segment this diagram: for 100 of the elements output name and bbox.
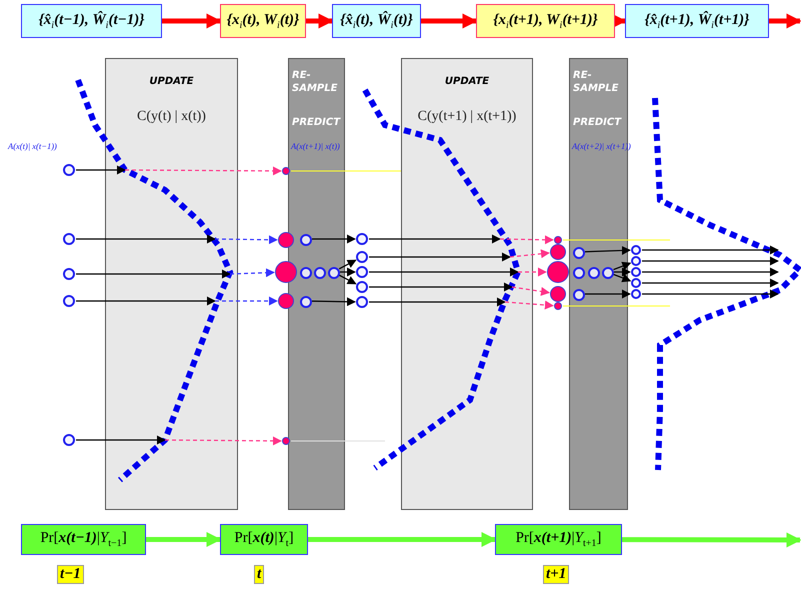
math-text: {x$_{i}$(t+1), W$_{i}$(t+1)} [493, 12, 598, 30]
resampled-particle [588, 267, 600, 279]
dashed-arrow [510, 249, 550, 258]
transition-formula: A(x(t+1)| x(t)) [291, 141, 340, 151]
block-arrow [769, 14, 801, 28]
arrow [76, 166, 126, 174]
arrow [76, 296, 216, 306]
arrow [584, 246, 631, 255]
arrow [369, 234, 501, 244]
math-text: Pr[x(t)|Y$_{t}$] [234, 530, 294, 549]
resampled-particle [328, 267, 340, 279]
update-panel [105, 58, 238, 510]
time-step-label: t+1 [543, 565, 570, 584]
arrow [338, 274, 357, 284]
arrow [613, 274, 632, 282]
math-text: Pr[x(t+1)|Y$_{t+1}$] [516, 530, 602, 549]
particle [63, 295, 75, 307]
arrow [340, 268, 356, 276]
resample-panel [288, 58, 345, 510]
particle-set-box [220, 4, 306, 38]
panel-title: RE-SAMPLE [573, 69, 619, 95]
likelihood-formula: C(y(t+1) | x(t+1)) [416, 109, 518, 125]
connector-line [290, 440, 386, 442]
time-step-label: t−1 [57, 565, 84, 584]
arrow [642, 256, 779, 266]
weighted-particle [550, 244, 566, 260]
weighted-particle [550, 286, 566, 302]
time-step-label: t [254, 565, 264, 584]
panel-title: UPDATE [444, 75, 490, 88]
math-text: {x̂$_{i}$(t), Ŵ$_{i}$(t)} [340, 12, 413, 30]
arrow [369, 268, 519, 276]
block-arrow [146, 532, 222, 547]
particle-set-box [476, 4, 615, 38]
resampled-particle [573, 267, 585, 279]
dashed-arrow [518, 268, 547, 276]
weighted-particle [282, 167, 290, 175]
dashed-arrow [504, 300, 554, 310]
particle [356, 233, 368, 245]
arrow [642, 246, 779, 254]
math-text: {x̂$_{i}$(t−1), Ŵ$_{i}$(t−1)} [38, 12, 144, 30]
particle [356, 266, 368, 278]
block-arrow [162, 14, 222, 28]
particle [63, 434, 75, 446]
block-arrow [308, 532, 496, 547]
arrow [369, 298, 506, 306]
dashed-arrow [215, 235, 278, 244]
likelihood-formula: C(y(t) | x(t)) [136, 109, 207, 125]
update-panel [401, 58, 533, 510]
particle [356, 251, 368, 263]
particle [631, 245, 641, 255]
dashed-arrow [230, 268, 275, 278]
panel-title: RE-SAMPLE [292, 69, 338, 95]
particle [63, 268, 75, 280]
arrow [642, 268, 779, 276]
weighted-particle [278, 232, 294, 248]
particle [356, 281, 368, 293]
resampled-particle [300, 267, 312, 279]
arrow [76, 234, 216, 244]
particle [631, 256, 641, 266]
resampled-particle [314, 267, 326, 279]
arrow [76, 270, 231, 278]
dashed-arrow [500, 235, 554, 244]
resampled-particle [573, 247, 585, 259]
arrow [642, 290, 779, 298]
arrow [369, 252, 511, 262]
arrow [76, 436, 166, 444]
arrow [338, 260, 357, 270]
math-text: Pr[x(t−1)|Y$_{t−1}$] [40, 530, 127, 549]
arrow [613, 262, 632, 270]
arrow [312, 234, 356, 244]
arrow [614, 268, 631, 276]
dashed-arrow [512, 286, 550, 296]
arrow [585, 290, 631, 298]
connector-line [290, 170, 402, 172]
resampled-particle [300, 234, 312, 246]
dashed-arrow [125, 166, 282, 176]
dashed-arrow [215, 296, 278, 306]
weighted-particle [554, 302, 562, 310]
resampled-particle [602, 267, 614, 279]
block-arrow [421, 14, 478, 28]
weighted-particle [547, 261, 569, 283]
math-text: {x$_{i}$(t), W$_{i}$(t)} [226, 12, 300, 30]
resampled-particle [300, 296, 312, 308]
weighted-particle [275, 261, 297, 283]
block-arrow [622, 532, 801, 548]
particle-set-box [332, 4, 421, 38]
dashed-arrow [165, 436, 282, 446]
weighted-particle [278, 293, 294, 309]
weighted-particle [554, 236, 562, 244]
resampled-particle [573, 289, 585, 301]
panel-title: UPDATE [148, 75, 195, 88]
particle-set-box [21, 4, 162, 38]
block-arrow [306, 14, 334, 28]
particle [631, 289, 641, 299]
particle-set-box [625, 4, 769, 38]
particle [356, 296, 368, 308]
particle [631, 267, 641, 277]
particle [63, 164, 75, 176]
weighted-particle [282, 437, 290, 445]
math-text: {x̂$_{i}$(t+1), Ŵ$_{i}$(t+1)} [644, 12, 750, 30]
